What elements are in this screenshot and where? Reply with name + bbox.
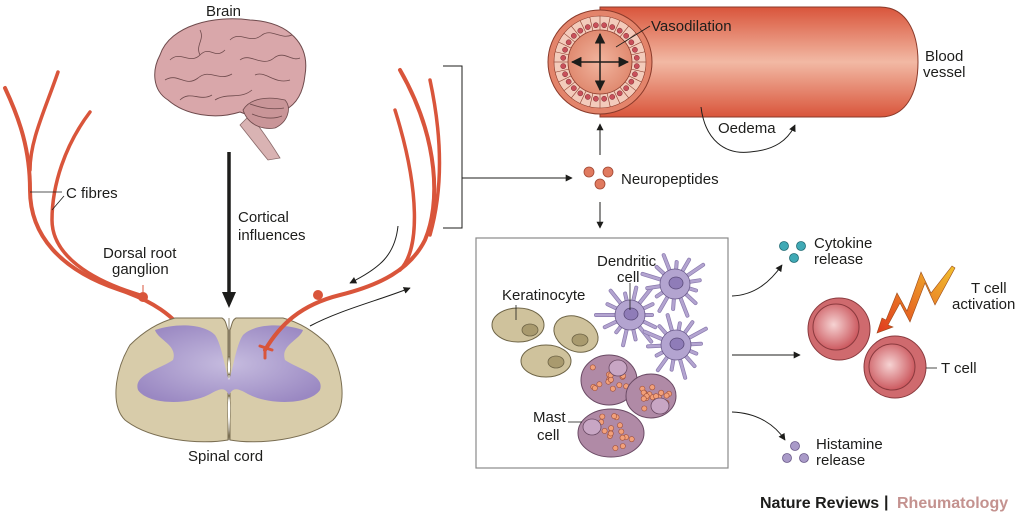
mast-cell bbox=[580, 354, 638, 406]
to-cytokine-arrow bbox=[731, 264, 783, 297]
endothelial-nucleus bbox=[632, 71, 638, 78]
brain-illustration: Brain bbox=[154, 3, 307, 161]
dorsal-root-label-line2: ganglion bbox=[112, 261, 169, 278]
endothelial-nucleus bbox=[562, 46, 568, 53]
blood-vessel-label-line2: vessel bbox=[923, 64, 966, 81]
dendritic-cells bbox=[594, 253, 708, 380]
endothelial-nucleus bbox=[577, 27, 584, 34]
neuropeptides-icon bbox=[583, 166, 614, 190]
histamine-label-line1: Histamine bbox=[816, 436, 883, 453]
endothelial-nucleus bbox=[623, 32, 630, 39]
mast-cell-label-line1: Mast bbox=[533, 409, 566, 426]
cortical-label-line1: Cortical bbox=[238, 209, 289, 226]
mast-cells bbox=[577, 354, 677, 458]
keratinocyte bbox=[491, 307, 545, 343]
endothelial-nucleus bbox=[570, 85, 577, 92]
right-dorsal-root-ganglion bbox=[313, 290, 323, 300]
endothelial-nucleus bbox=[562, 71, 568, 78]
keratinocyte bbox=[520, 344, 572, 378]
cortical-influences-arrow bbox=[222, 152, 236, 308]
endothelial-nucleus bbox=[628, 39, 635, 46]
spinal-cord bbox=[115, 317, 343, 443]
t-cell bbox=[807, 297, 871, 361]
footer-subject: Rheumatology bbox=[897, 495, 1008, 512]
endothelial-nucleus bbox=[623, 85, 630, 92]
endothelial-nucleus bbox=[570, 32, 577, 39]
t-cell bbox=[863, 335, 927, 399]
cytokine-label-line2: release bbox=[814, 251, 863, 268]
bracket bbox=[443, 65, 463, 229]
histamine-label-line2: release bbox=[816, 452, 865, 469]
vasodilation-arrows bbox=[570, 32, 630, 92]
endothelial-nucleus bbox=[601, 95, 607, 102]
endothelial-nucleus bbox=[633, 63, 640, 69]
to-histamine-arrow bbox=[731, 411, 786, 441]
dorsal-root-label-line1: Dorsal root bbox=[103, 245, 177, 262]
t-cell-activation-label-line1: T cell bbox=[971, 280, 1007, 297]
endothelial-nucleus bbox=[628, 78, 635, 85]
left-dorsal-root-ganglion bbox=[138, 292, 148, 302]
endothelial-nucleus bbox=[632, 46, 638, 53]
endothelial-nucleus bbox=[577, 90, 584, 97]
endothelial-nucleus bbox=[609, 94, 616, 100]
spinal-cord-label: Spinal cord bbox=[188, 448, 263, 465]
t-cell-label: T cell bbox=[941, 360, 977, 377]
t-cell-activation-label-line2: activation bbox=[952, 296, 1015, 313]
blood-vessel bbox=[547, 6, 919, 118]
cortical-label-line2: influences bbox=[238, 227, 306, 244]
dendritic-label-line2: cell bbox=[617, 269, 640, 286]
oedema-label: Oedema bbox=[718, 120, 776, 137]
endothelial-nucleus bbox=[584, 94, 591, 100]
c-fibres-label: C fibres bbox=[66, 185, 118, 202]
lightning-bolt-icon bbox=[876, 265, 956, 334]
oedema-arrow bbox=[700, 106, 796, 153]
dendritic-cell bbox=[642, 313, 708, 380]
endothelial-nucleus bbox=[593, 95, 599, 102]
antidromic-arrow bbox=[349, 225, 399, 284]
endothelial-cells bbox=[554, 16, 646, 108]
dendritic-cell bbox=[640, 253, 706, 318]
endothelial-nucleus bbox=[560, 55, 567, 61]
orthodromic-arrow bbox=[309, 287, 411, 327]
keratinocytes bbox=[491, 307, 599, 378]
histamine-icon bbox=[782, 441, 809, 463]
cytokine-icon bbox=[779, 241, 806, 263]
left-c-fibres bbox=[3, 70, 198, 352]
footer-separator: | bbox=[884, 494, 888, 511]
mast-cell-label-line2: cell bbox=[537, 427, 560, 444]
endothelial-nucleus bbox=[593, 22, 599, 29]
blood-vessel-label-line1: Blood bbox=[925, 48, 963, 65]
keratinocyte bbox=[553, 315, 599, 353]
dendritic-cell bbox=[594, 285, 658, 348]
endothelial-nucleus bbox=[616, 90, 623, 97]
neuropeptides-label: Neuropeptides bbox=[621, 171, 719, 188]
mast-cell bbox=[577, 408, 645, 458]
brain-label: Brain bbox=[206, 3, 241, 20]
right-c-fibres bbox=[258, 68, 442, 360]
endothelial-nucleus bbox=[601, 22, 607, 29]
vasodilation-label: Vasodilation bbox=[651, 18, 732, 35]
footer-journal: Nature Reviews bbox=[760, 495, 879, 512]
dendritic-label-line1: Dendritic bbox=[597, 253, 657, 270]
mast-cell bbox=[625, 373, 677, 419]
endothelial-nucleus bbox=[560, 63, 567, 69]
endothelial-nucleus bbox=[565, 39, 572, 46]
cytokine-label-line1: Cytokine bbox=[814, 235, 872, 252]
endothelial-nucleus bbox=[584, 24, 591, 30]
keratinocyte-label: Keratinocyte bbox=[502, 287, 585, 304]
endothelial-nucleus bbox=[633, 55, 640, 61]
endothelial-nucleus bbox=[565, 78, 572, 85]
endothelial-nucleus bbox=[609, 24, 616, 30]
endothelial-nucleus bbox=[616, 27, 623, 34]
